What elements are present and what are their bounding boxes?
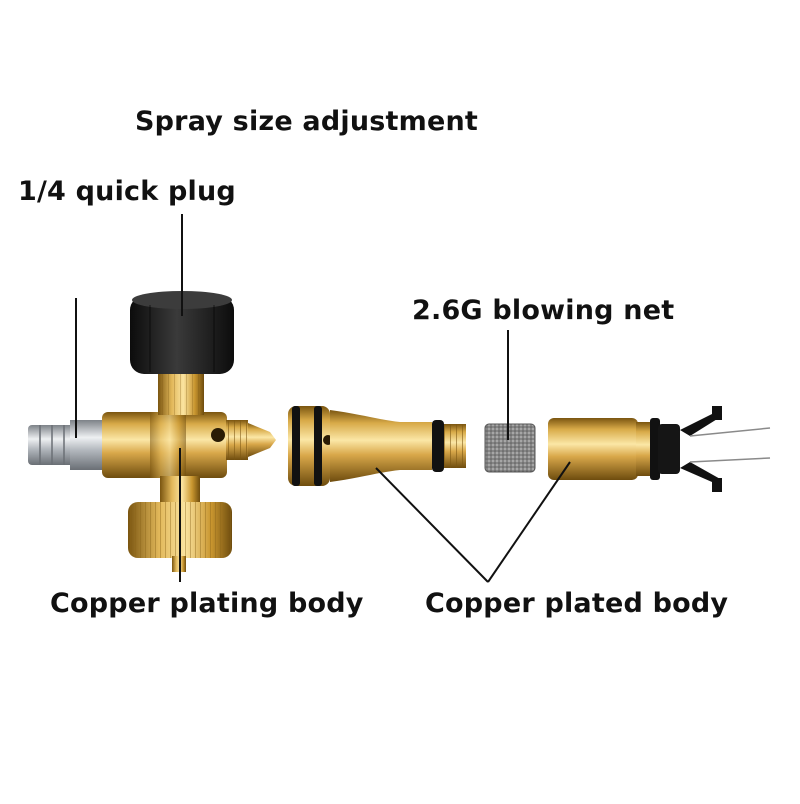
blowing-net-cylinder: [484, 423, 536, 473]
foam-chamber-body: [288, 406, 466, 486]
valve-body: [102, 412, 276, 478]
label-copper-plating-body: Copper plating body: [50, 588, 364, 619]
label-blowing-net: 2.6G blowing net: [412, 295, 675, 326]
leader-copper-plated-body-right: [487, 461, 571, 583]
quick-plug-fitting: [28, 420, 105, 470]
leader-lines: [75, 214, 571, 583]
leader-copper-plated-body-left: [375, 467, 489, 583]
label-copper-plated-body: Copper plated body: [425, 588, 729, 619]
label-spray-size-adjustment: Spray size adjustment: [135, 106, 479, 137]
label-quick-plug: 1/4 quick plug: [18, 176, 236, 207]
outlet-body: [548, 406, 771, 492]
